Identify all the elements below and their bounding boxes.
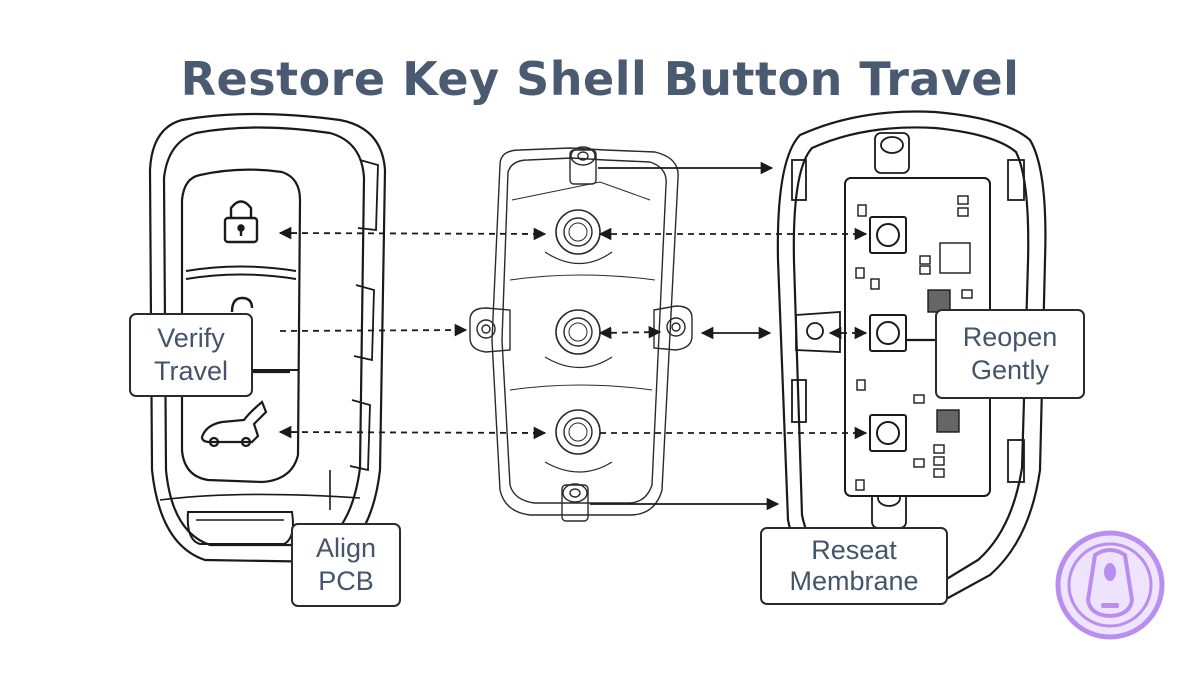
key-fob-logo-icon <box>1055 530 1165 640</box>
verify-travel-callout: Verify Travel <box>129 313 253 397</box>
callout-line: PCB <box>318 566 374 596</box>
align-pcb-callout: Align PCB <box>291 523 401 607</box>
callout-line: Align <box>315 533 377 563</box>
reopen-gently-callout: Reopen Gently <box>935 309 1085 399</box>
button-membrane <box>469 146 693 522</box>
callout-line: Gently <box>970 355 1050 385</box>
tactile-switch-middle <box>869 314 907 352</box>
pcb-components <box>855 195 973 491</box>
callout-line: Membrane <box>789 566 919 596</box>
trunk-icon <box>200 400 268 448</box>
pcb-board <box>844 177 991 497</box>
callout-line: Reseat <box>811 535 897 565</box>
callout-line: Verify <box>157 323 225 353</box>
reseat-membrane-callout: Reseat Membrane <box>760 527 948 605</box>
callout-line: Reopen <box>962 322 1058 352</box>
page-title: Restore Key Shell Button Travel <box>180 52 1020 106</box>
unlock-icon <box>230 296 254 313</box>
tactile-switch-top <box>869 216 907 254</box>
alignment-arrows <box>278 161 868 511</box>
lock-icon <box>223 200 259 244</box>
callout-line: Travel <box>153 356 228 386</box>
callout-leaders <box>253 338 936 374</box>
tactile-switch-bottom <box>869 414 907 452</box>
